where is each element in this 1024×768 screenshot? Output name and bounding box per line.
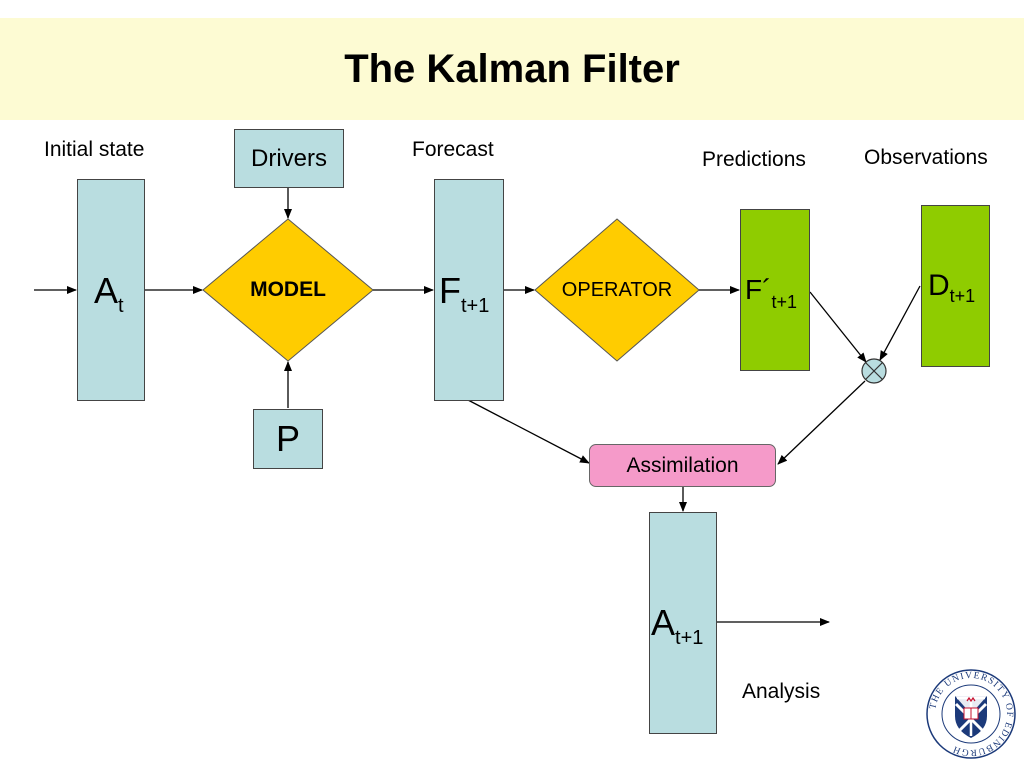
drivers-label: Drivers (251, 144, 327, 172)
forecast-to-assimilation-arrow (467, 399, 590, 464)
predictions-label: Predictions (702, 148, 806, 171)
prediction-box (740, 209, 810, 371)
initial-state-symbol: At (94, 270, 124, 317)
comparator-icon (861, 358, 887, 384)
analysis-symbol: At+1 (651, 602, 704, 649)
model-label: MODEL (250, 278, 326, 301)
initial-state-box (77, 179, 145, 401)
assimilation-label: Assimilation (626, 453, 739, 477)
observation-symbol: Dt+1 (928, 269, 976, 306)
forecast-symbol: Ft+1 (439, 270, 490, 317)
page-title: The Kalman Filter (344, 46, 680, 91)
comparator-to-assimilation-arrow (777, 380, 866, 465)
forecast-box (434, 179, 504, 401)
initial-state-label: Initial state (44, 138, 145, 161)
parameters-box: P (253, 409, 323, 469)
assimilation-box: Assimilation (589, 444, 776, 487)
prediction-to-comparator-arrow (809, 291, 867, 363)
parameters-label: P (275, 418, 300, 459)
title-banner (0, 18, 1024, 120)
observation-to-comparator-arrow (879, 285, 921, 361)
forecast-label: Forecast (412, 138, 494, 161)
analysis-label: Analysis (742, 680, 821, 703)
operator-diamond (534, 218, 700, 362)
observations-label: Observations (864, 146, 988, 169)
drivers-box: Drivers (234, 129, 344, 188)
operator-label: OPERATOR (561, 278, 673, 301)
observation-box (921, 205, 990, 367)
university-crest-logo: THE UNIVERSITY OF EDINBURGH (926, 669, 1016, 759)
analysis-box (649, 512, 717, 734)
prediction-symbol: F´t+1 (745, 274, 797, 312)
